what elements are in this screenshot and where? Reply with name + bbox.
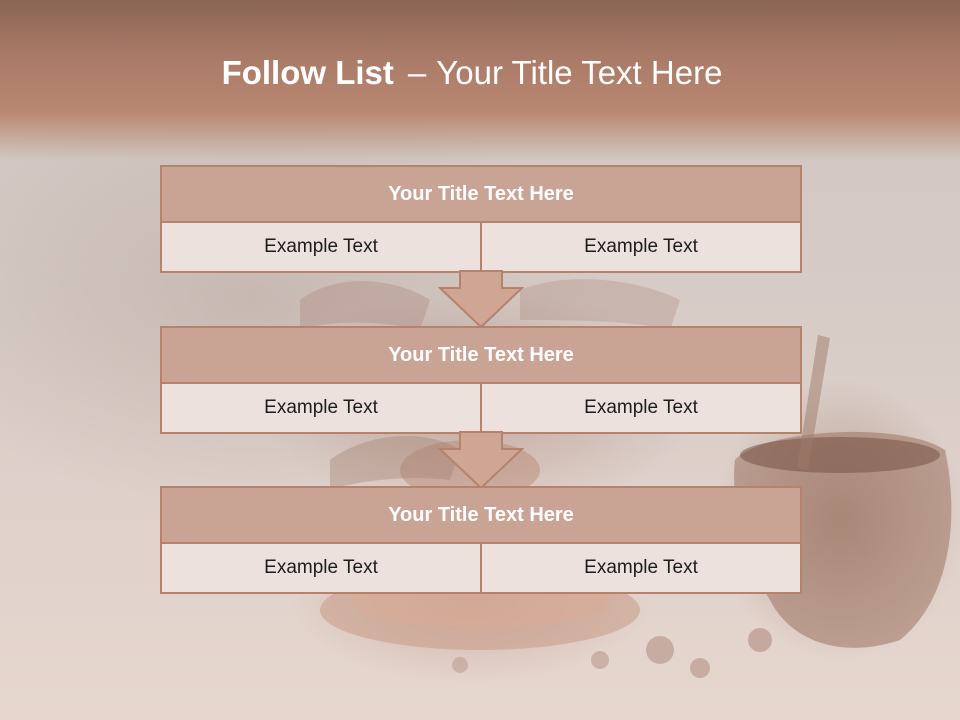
down-arrow-icon xyxy=(438,270,524,328)
list-block-3: Your Title Text Here Example Text Exampl… xyxy=(160,486,802,594)
slide-title-separator: – xyxy=(407,54,427,91)
slide-title-bold: Follow List xyxy=(221,54,394,91)
block-row: Example Text Example Text xyxy=(160,384,802,434)
list-block-1: Your Title Text Here Example Text Exampl… xyxy=(160,165,802,273)
block-row: Example Text Example Text xyxy=(160,544,802,594)
header-band xyxy=(0,0,960,160)
block-title: Your Title Text Here xyxy=(160,486,802,544)
down-arrow-icon xyxy=(438,431,524,489)
list-block-2: Your Title Text Here Example Text Exampl… xyxy=(160,326,802,434)
block-cell-left: Example Text xyxy=(162,544,480,592)
block-title: Your Title Text Here xyxy=(160,165,802,223)
slide-title: Follow List–Your Title Text Here xyxy=(0,54,944,92)
block-cell-right: Example Text xyxy=(480,223,800,271)
block-title: Your Title Text Here xyxy=(160,326,802,384)
block-cell-right: Example Text xyxy=(480,384,800,432)
block-cell-right: Example Text xyxy=(480,544,800,592)
block-cell-left: Example Text xyxy=(162,223,480,271)
block-cell-left: Example Text xyxy=(162,384,480,432)
block-row: Example Text Example Text xyxy=(160,223,802,273)
slide-title-rest: Your Title Text Here xyxy=(436,54,723,91)
